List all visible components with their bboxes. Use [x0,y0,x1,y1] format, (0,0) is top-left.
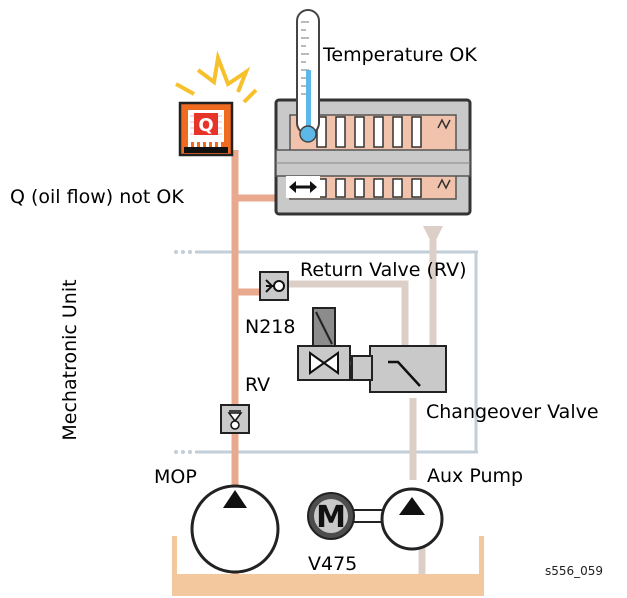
motor-letter: M [316,500,346,535]
flow-sensor-icon: Q [178,101,234,157]
oil-flow-label: Q (oil flow) not OK [10,186,184,208]
pump-triangle-icon [223,490,247,508]
spring-icon [437,118,451,190]
mechatronic-unit-label: Mechatronic Unit [59,279,81,441]
mop-pump-icon [190,484,280,574]
pump-triangle-icon [399,497,425,515]
aux-pump-label: Aux Pump [427,465,524,487]
temperature-label: Temperature OK [323,44,477,66]
return-valve-icon [259,271,289,301]
double-arrow-icon [286,176,320,198]
housing-dots [174,250,192,454]
v475-label: V475 [308,553,358,575]
flow-sensor-letter: Q [198,115,213,136]
thermometer-icon [296,9,320,143]
aux-pump-icon [380,487,444,551]
return-outlet-funnel [423,226,443,246]
rv-label: RV [245,374,271,396]
solenoid-valve-icon [297,307,370,381]
n218-label: N218 [245,316,296,338]
oil-sump [172,536,484,596]
changeover-valve-label: Changeover Valve [426,401,599,423]
return-valve-label: Return Valve (RV) [300,259,467,281]
warning-burst-icon [175,50,258,104]
changeover-valve-icon [351,345,447,393]
pressure-relief-valve-icon [220,404,250,434]
figure-code: s556_059 [545,564,604,578]
mop-label: MOP [154,466,197,488]
motor-icon: M [307,492,388,540]
